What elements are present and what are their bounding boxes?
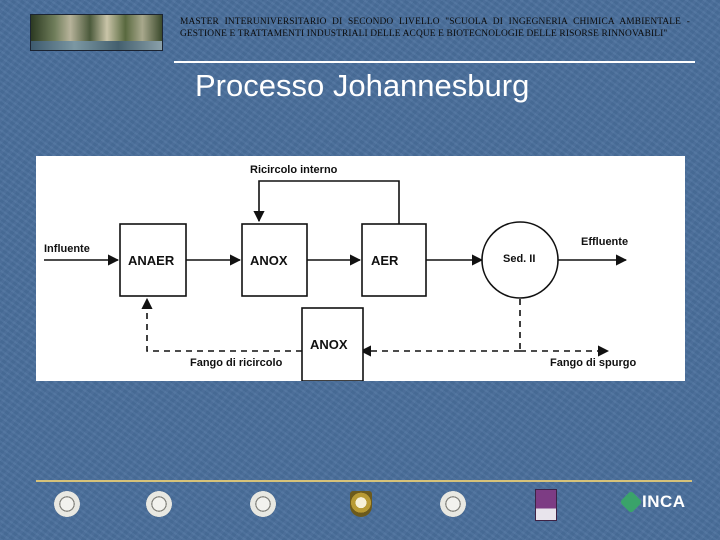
node-aer: AER: [371, 253, 399, 268]
university-seal-icon: [54, 491, 80, 517]
institution-logo-icon: [535, 489, 557, 521]
footer-rule: [36, 480, 692, 482]
node-anox: ANOX: [250, 253, 288, 268]
sludge-recycle-left: [141, 297, 302, 352]
label-ricircolo-interno: Ricircolo interno: [250, 164, 338, 176]
header-photo: [30, 14, 163, 51]
label-effluente: Effluente: [581, 236, 628, 248]
header-text: MASTER INTERUNIVERSITARIO DI SECONDO LIV…: [180, 17, 690, 39]
label-fango-ricircolo: Fango di ricircolo: [190, 357, 283, 369]
university-seal-icon: [250, 491, 276, 517]
recycle-anox-tank: [301, 307, 364, 381]
header-rule: [174, 61, 695, 63]
university-seal-icon: [440, 491, 466, 517]
process-diagram: Ricircolo interno Influente Effluente AN…: [36, 156, 685, 381]
anaer-tank: [119, 223, 187, 297]
anox-tank: [241, 223, 308, 297]
label-influente: Influente: [44, 243, 90, 255]
university-seal-icon: [146, 491, 172, 517]
process-flow-svg: Ricircolo interno Influente Effluente AN…: [44, 164, 636, 381]
node-sed-ii: Sed. II: [503, 253, 535, 265]
inca-logo-text: INCA: [642, 492, 686, 511]
label-fango-spurgo: Fango di spurgo: [550, 357, 636, 369]
inca-logo-icon: [619, 490, 643, 514]
slide-title: Processo Johannesburg: [195, 68, 530, 103]
internal-recycle-line: [253, 180, 400, 224]
footer-logos: INCA: [0, 485, 720, 525]
university-shield-icon: [350, 491, 372, 517]
node-anaer: ANAER: [128, 253, 175, 268]
aer-tank: [361, 223, 427, 297]
secondary-settler: [481, 221, 559, 299]
node-anox-recycle: ANOX: [310, 337, 348, 352]
